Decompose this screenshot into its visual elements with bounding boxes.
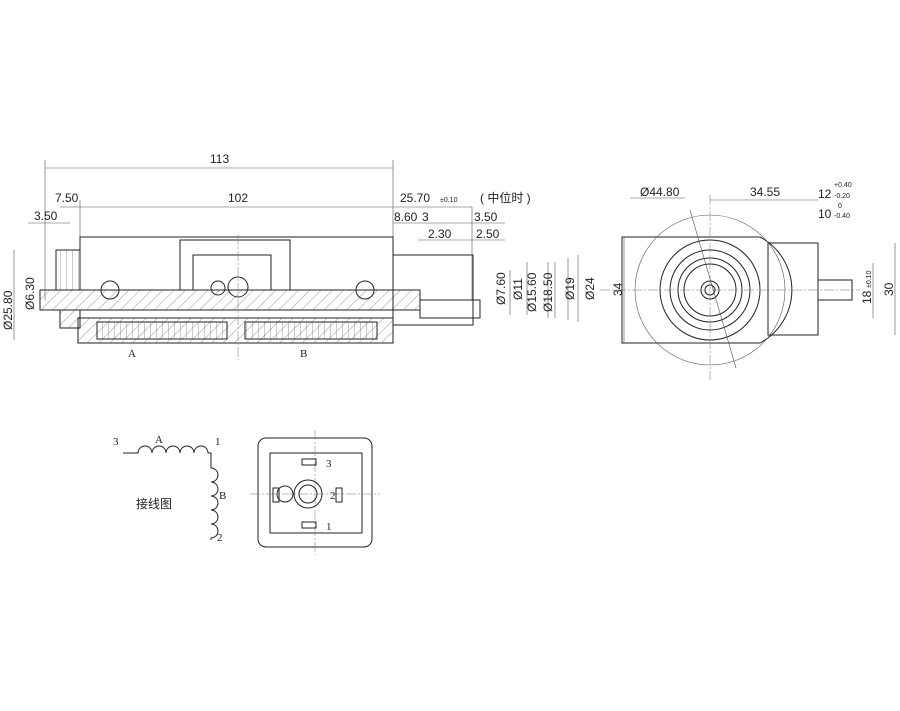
dim-18: 18: [860, 290, 874, 304]
dim-dia-44-80: Ø44.80: [640, 185, 680, 199]
dim-left-small: 3.50: [34, 209, 58, 223]
dim-dia-6-30: Ø6.30: [23, 277, 37, 310]
connector-pin-1: 1: [326, 521, 332, 533]
coil-label-b: B: [300, 348, 307, 360]
dim-dia-25-80: Ø25.80: [1, 290, 15, 330]
dim-10-tol-dn: -0.40: [834, 213, 850, 220]
side-view: 113 102 7.50 3.50 25.70 ±0.10 ( 中位时 ) 8.…: [1, 152, 597, 360]
dim-left-offset: 7.50: [55, 191, 79, 205]
connector-view: 3 2 1: [250, 430, 380, 555]
dim-dia-15-60: Ø15.60: [525, 272, 539, 312]
dim-3: 3: [422, 210, 429, 224]
dim-2-30: 2.30: [428, 227, 452, 241]
wiring-terminal-2: 2: [217, 532, 223, 544]
dim-right-length: 25.70: [400, 191, 430, 205]
dim-18-tol: ±0.10: [866, 270, 873, 288]
wiring-terminal-1: 1: [215, 436, 221, 448]
wiring-coil-b: B: [219, 490, 226, 502]
dim-10: 10: [818, 207, 832, 221]
coil-label-a: A: [128, 348, 136, 360]
dim-dia-11: Ø11: [511, 278, 525, 300]
dim-dia-7-60: Ø7.60: [494, 272, 508, 305]
dim-12-tol-dn: -0.20: [834, 193, 850, 200]
dim-dia-19: Ø19: [563, 277, 577, 300]
dim-height-34: 34: [611, 282, 625, 296]
dim-3-50: 3.50: [474, 210, 498, 224]
connector-pin-3: 3: [326, 458, 332, 470]
wiring-diagram: 3 A 1 B 2 接线图: [113, 434, 226, 544]
dim-8-60: 8.60: [394, 210, 418, 224]
end-view: Ø44.80 34.55 12 +0.40 -0.20 10 0 -0.40 3…: [600, 182, 896, 380]
wiring-terminal-3: 3: [113, 436, 119, 448]
dim-right-tol: ±0.10: [440, 197, 458, 204]
dim-2-50: 2.50: [476, 227, 500, 241]
dim-dia-24: Ø24: [583, 277, 597, 300]
dim-overall-length: 113: [210, 152, 229, 166]
dim-dia-18-50: Ø18.50: [541, 272, 555, 312]
connector-pin-2: 2: [330, 490, 336, 502]
wiring-coil-a: A: [155, 434, 163, 446]
wiring-title: 接线图: [136, 496, 172, 511]
dim-right-note: ( 中位时 ): [480, 190, 531, 205]
dim-10-tol-up: 0: [838, 203, 842, 210]
dim-body-length: 102: [228, 191, 248, 205]
dim-height-30: 30: [882, 282, 896, 296]
dim-12: 12: [818, 187, 832, 201]
dim-12-tol-up: +0.40: [834, 182, 852, 189]
dim-34-55: 34.55: [750, 185, 780, 199]
